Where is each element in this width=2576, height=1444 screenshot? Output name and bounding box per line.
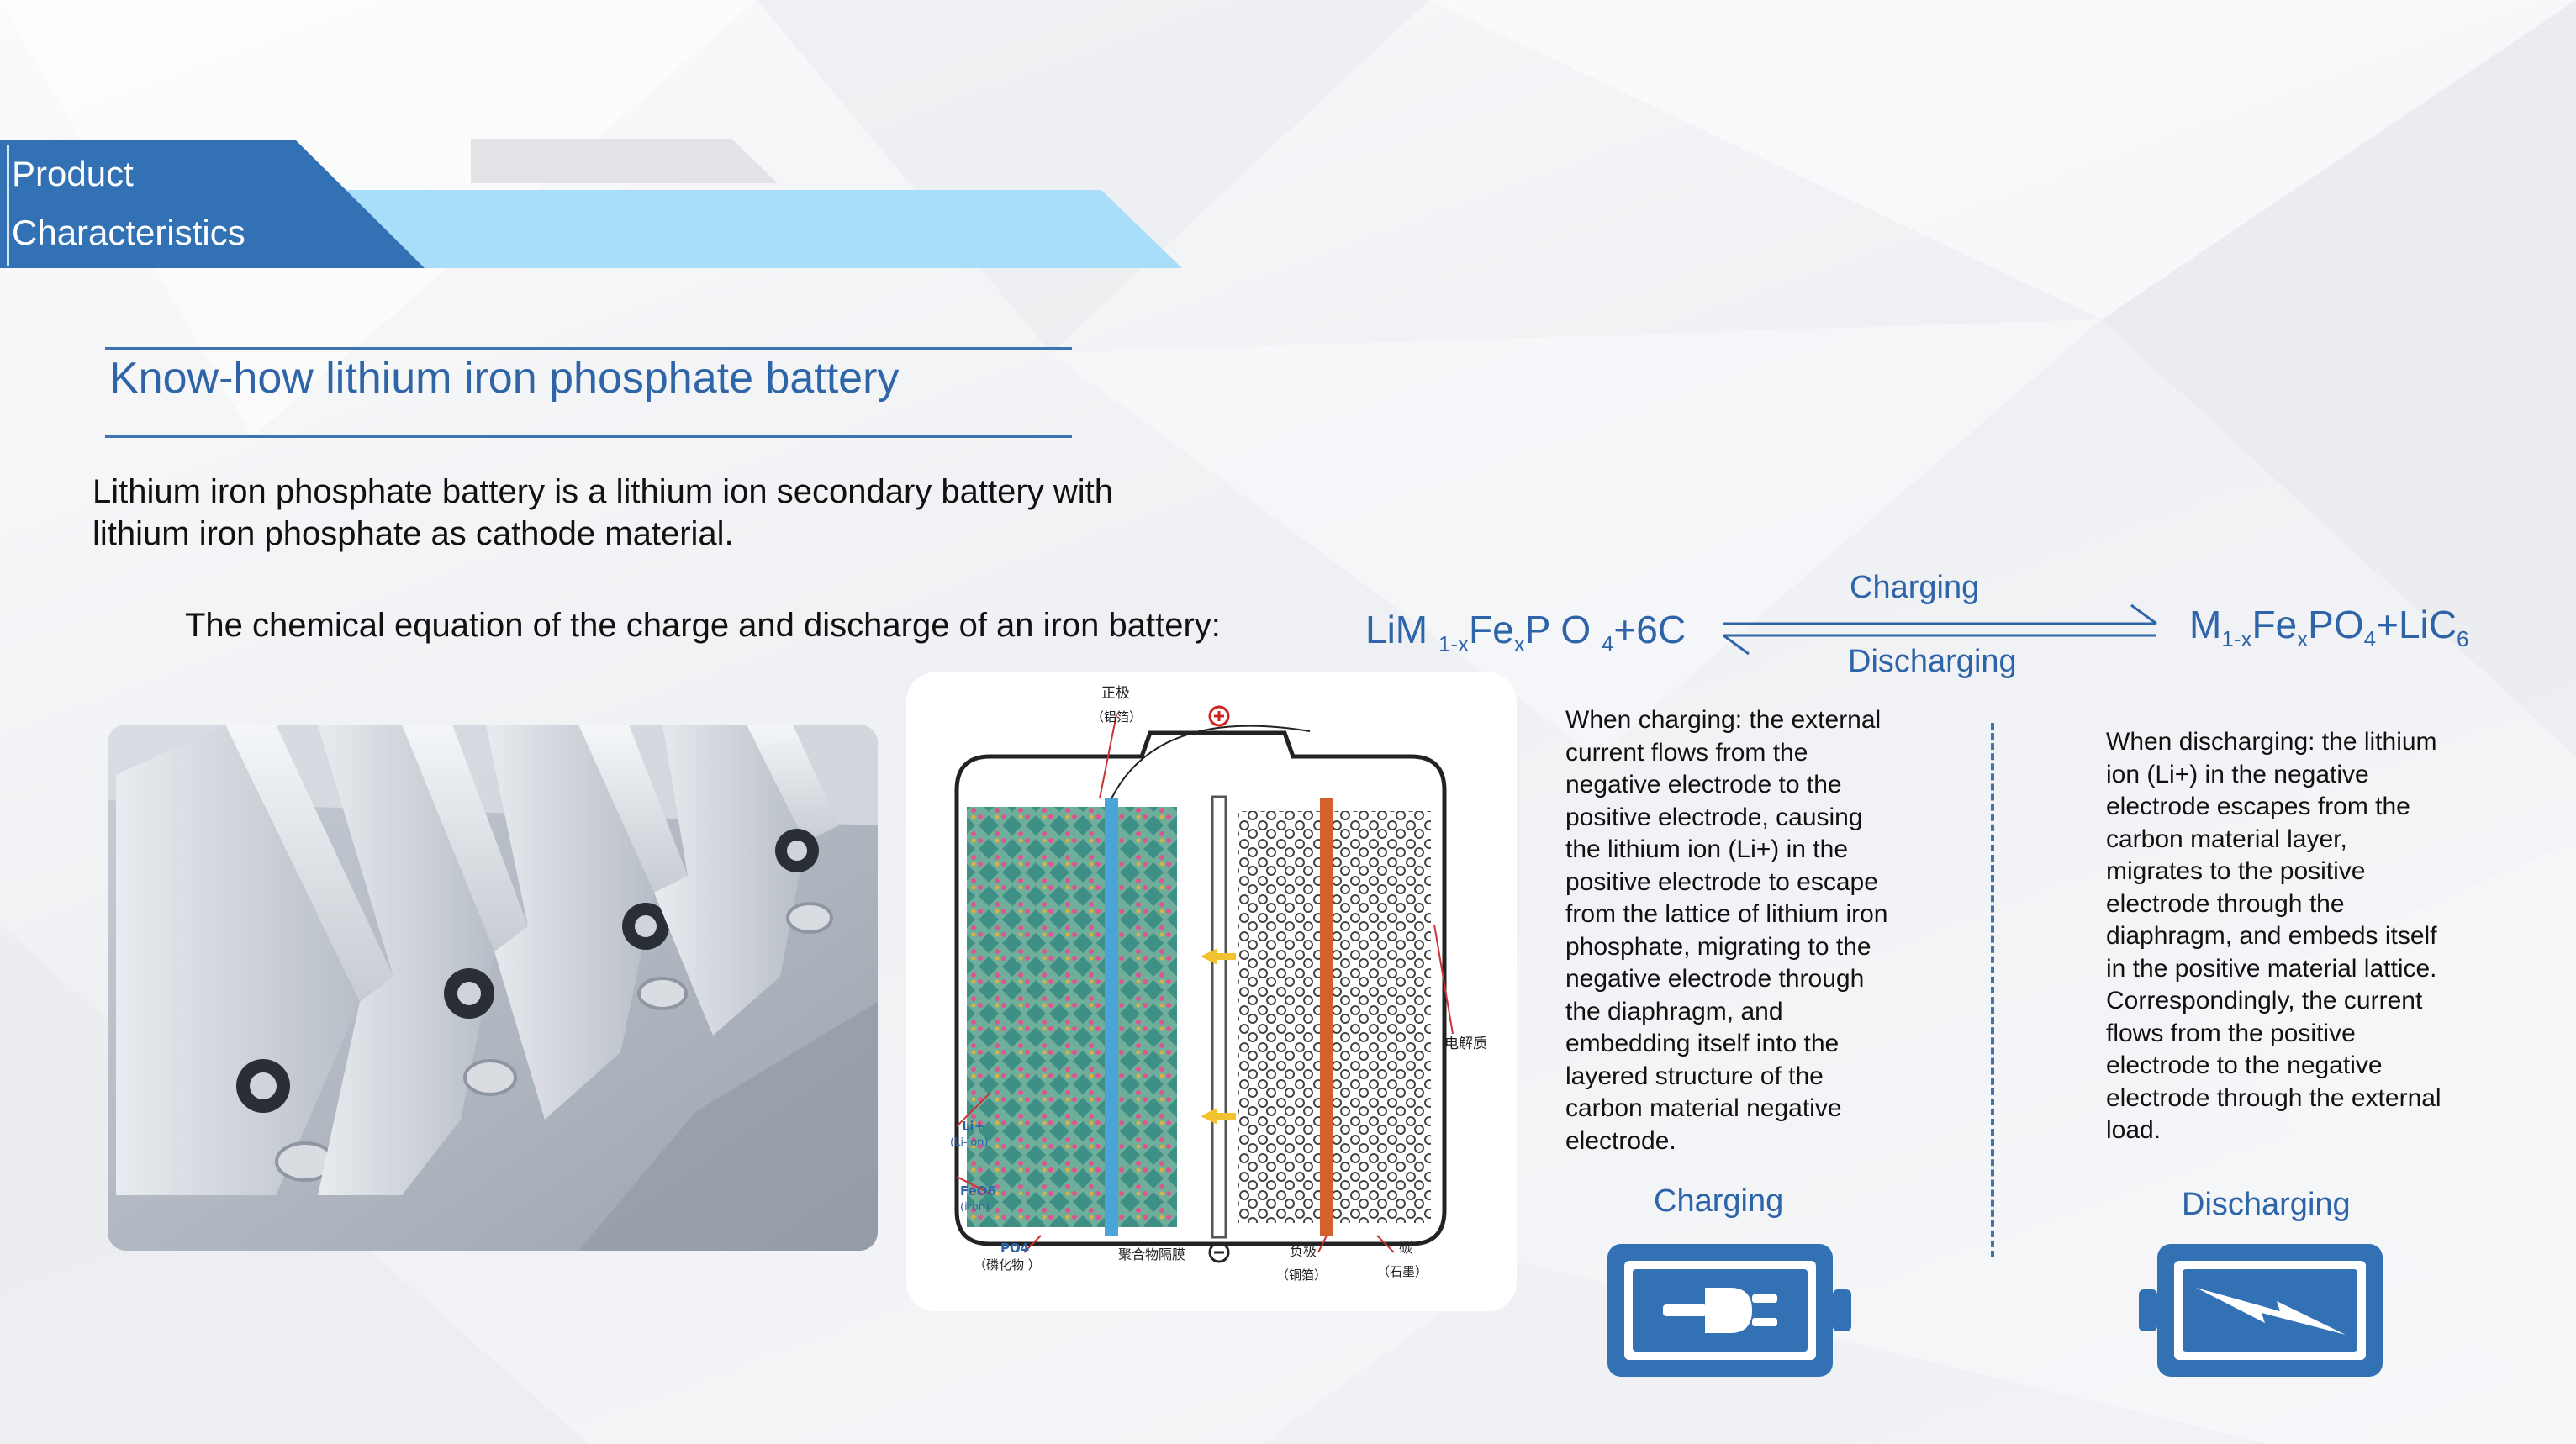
diagram-label-separator: 聚合物隔膜 [1118,1246,1185,1262]
section-title-line2: Characteristics [12,213,245,252]
discharging-text-line: Correspondingly, the current [2106,987,2423,1014]
eq-right-sub2: x [2241,626,2252,652]
discharging-text-line: carbon material layer, [2106,825,2347,853]
discharging-text-line: When discharging: the lithium [2106,728,2437,756]
eq-right-sub3: x [2297,626,2309,652]
eq-right-sub4: 4 [2363,626,2377,652]
discharging-text-line: migrates to the positive [2106,857,2366,885]
equation-left-side: LiM 1-xFexP O 4+6C [1365,607,1686,657]
diagram-label-electrolyte: 电解质 [1444,1036,1487,1052]
eq-left-sub4: 4 [1601,631,1614,657]
battery-plug-icon [1607,1244,1851,1377]
charging-text-line: embedding itself into the [1565,1030,1840,1057]
diagram-label-negative: 负极 [1290,1243,1317,1259]
equation-label: The chemical equation of the charge and … [185,607,1221,644]
discharging-text-line: electrode through the external [2106,1083,2441,1112]
charging-description: When charging: the external current flow… [1565,704,1919,1157]
intro-line1: Lithium iron phosphate battery is a lith… [92,473,1113,510]
eq-left-part4: +6C [1613,608,1687,651]
diagram-label-feo-sub: (iron) [960,1201,990,1214]
charging-text-line: electrode. [1565,1126,1676,1155]
eq-right-part3: PO [2308,603,2364,646]
diagram-label-li: Li+ [962,1119,984,1134]
eq-left-sub3: x [1513,631,1525,657]
page-title: Know-how lithium iron phosphate battery [109,354,900,403]
charging-text-line: current flows from the [1565,738,1808,767]
equilibrium-arrow-icon [1723,603,2157,656]
eq-left-part1: LiM [1365,608,1438,651]
discharging-label: Discharging [2182,1187,2351,1222]
charging-text-line: layered structure of the [1565,1062,1824,1090]
diagram-label-positive: 正极 [1101,685,1130,702]
battery-structure-diagram: 正极 （铝箔） 电解质 Li+ (Li-ion) FeO6 (iron) PO4… [906,672,1517,1311]
heading-top-rule [105,347,1072,350]
discharging-text-line: load. [2106,1116,2162,1144]
charging-label: Charging [1654,1183,1784,1219]
diagram-label-positive-sub: （铝箔） [1091,709,1142,725]
arrow-label-discharging: Discharging [1848,644,2017,679]
discharging-description: When discharging: the lithium ion (Li+) … [2106,726,2476,1147]
eq-left-part2: Fe [1469,608,1514,651]
banner-edge-line [7,145,9,266]
charging-text-line: from the lattice of lithium iron [1565,900,1888,928]
charging-text-line: the lithium ion (Li+) in the [1565,835,1849,863]
column-divider [1991,723,1994,1257]
eq-right-part2: Fe [2251,603,2298,646]
diagram-label-carbon-sub: （石墨） [1377,1264,1428,1279]
battery-cells-photo [108,725,878,1251]
discharging-text-line: ion (Li+) in the negative [2106,760,2369,788]
discharging-text-line: electrode through the [2106,889,2345,918]
eq-right-part1: M [2189,603,2222,646]
eq-right-sub5: 6 [2456,626,2469,652]
equation-right-side: M1-xFexPO4+LiC6 [2189,602,2468,652]
intro-paragraph: Lithium iron phosphate battery is a lith… [92,471,1236,555]
eq-right-part4: +LiC [2376,603,2457,646]
discharging-text-line: electrode to the negative [2106,1051,2383,1079]
diagram-label-li-sub: (Li-ion) [950,1136,989,1149]
charging-text-line: the diaphragm, and [1565,997,1783,1025]
section-title-line1: Product [12,154,134,193]
diagram-label-negative-sub: （铜箔） [1276,1267,1327,1283]
discharging-text-line: diaphragm, and embeds itself [2106,922,2437,950]
eq-left-sub2: x [1458,631,1470,657]
discharging-text-line: flows from the positive [2106,1019,2356,1047]
eq-left-part3: P O [1524,608,1602,651]
eq-right-sub1: 1- [2221,626,2241,652]
charging-text-line: phosphate, migrating to the [1565,932,1871,961]
heading-bottom-rule [105,435,1072,438]
diagram-label-po-sub: （磷化物 ） [974,1257,1041,1273]
charging-text-line: positive electrode to escape [1565,867,1878,896]
battery-bolt-icon [2139,1244,2383,1377]
eq-left-sub1: 1- [1438,631,1459,657]
discharging-text-line: in the positive material lattice. [2106,954,2437,983]
charging-text-line: negative electrode through [1565,965,1865,993]
discharging-text-line: electrode escapes from the [2106,793,2410,820]
charging-text-line: negative electrode to the [1565,771,1842,798]
intro-line2: lithium iron phosphate as cathode materi… [92,515,734,552]
diagram-label-po: PO4 [1000,1241,1029,1256]
charging-text-line: positive electrode, causing [1565,803,1863,831]
arrow-label-charging: Charging [1850,570,1980,605]
diagram-label-feo: FeO6 [960,1183,996,1199]
charging-text-line: carbon material negative [1565,1094,1842,1122]
charging-text-line: When charging: the external [1565,706,1882,734]
section-title: Product Characteristics [12,145,298,262]
diagram-label-carbon: 碳 [1399,1240,1412,1256]
